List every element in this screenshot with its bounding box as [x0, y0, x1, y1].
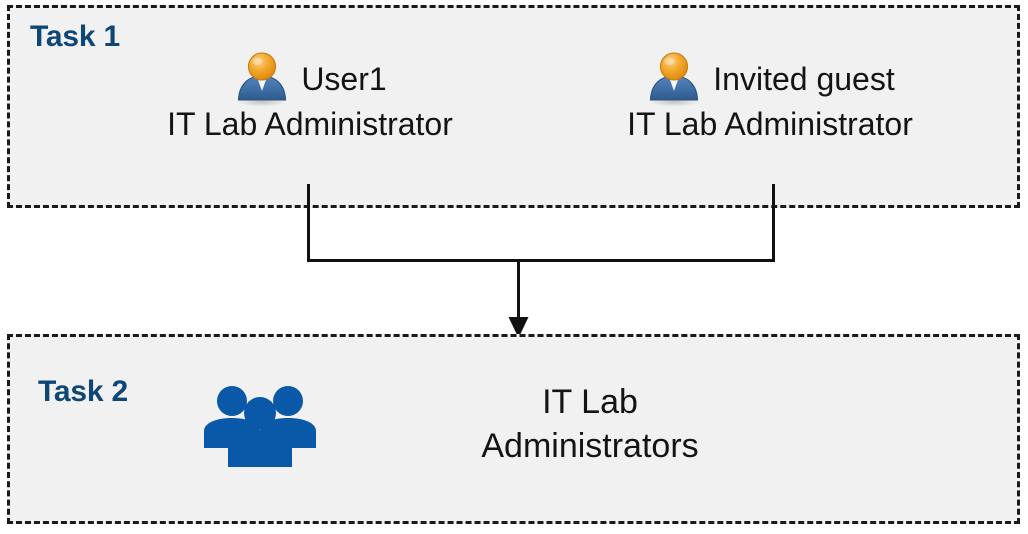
group-name-line1: IT Lab [542, 383, 638, 421]
task2-group-box [7, 334, 1020, 524]
user-icon [237, 52, 288, 106]
task1-label: Task 1 [30, 20, 120, 53]
person-user1-role: IT Lab Administrator [167, 106, 453, 142]
person-invited-guest-name: Invited guest [713, 61, 895, 97]
person-user1-row: User1 [120, 52, 500, 106]
user-icon [649, 52, 700, 106]
task1-group-box [7, 5, 1020, 208]
group-name: IT Lab Administrators [450, 380, 730, 468]
person-user1-name: User1 [301, 61, 387, 97]
task2-group-content: IT Lab Administrators [200, 380, 840, 468]
person-user1: User1 IT Lab Administrator [120, 52, 500, 144]
person-invited-guest-row: Invited guest [560, 52, 980, 106]
person-invited-guest: Invited guest IT Lab Administrator [560, 52, 980, 144]
person-invited-guest-role: IT Lab Administrator [627, 106, 913, 142]
user-group-icon [204, 386, 316, 467]
group-name-line2: Administrators [481, 427, 699, 465]
task2-label: Task 2 [38, 375, 128, 408]
